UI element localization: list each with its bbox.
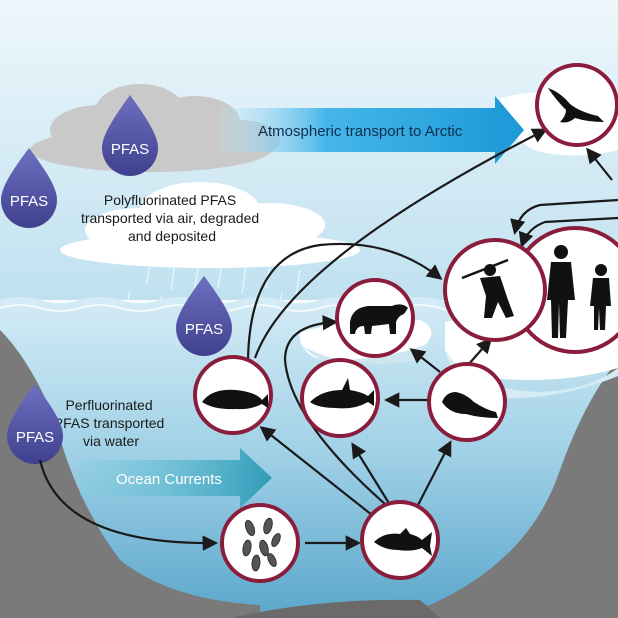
ocean-currents-label: Ocean Currents bbox=[116, 471, 222, 488]
seafloor-right bbox=[360, 360, 618, 618]
poly-line-3: and deposited bbox=[128, 228, 216, 244]
pfas-drop-4: PFAS bbox=[7, 384, 63, 464]
zooplankton-icon bbox=[242, 517, 281, 572]
arrow-seal-to-humans bbox=[467, 337, 493, 366]
poly-line-1: Polyfluorinated PFAS bbox=[104, 192, 236, 208]
svg-text:PFAS: PFAS bbox=[10, 193, 48, 210]
whale-icon bbox=[202, 389, 268, 410]
ocean-currents-arrow bbox=[80, 448, 272, 508]
seafloor-left bbox=[0, 330, 260, 618]
node-humans bbox=[443, 226, 618, 354]
node-fish bbox=[360, 500, 440, 580]
seafloor-bottom bbox=[230, 599, 440, 618]
arrow-fish-to-seal bbox=[417, 440, 452, 506]
arrow-right-to-bird bbox=[586, 147, 613, 181]
seal-icon bbox=[442, 392, 498, 418]
arrow-right-to-humans-2 bbox=[518, 216, 618, 248]
svg-text:PFAS: PFAS bbox=[111, 141, 149, 158]
node-seal bbox=[427, 362, 507, 442]
arrow-whale-to-humans bbox=[246, 242, 443, 361]
perfluorinated-text: Perfluorinated PFAS transported via wate… bbox=[54, 397, 168, 449]
polyfluorinated-text: Polyfluorinated PFAS transported via air… bbox=[81, 192, 263, 244]
food-web-arrows bbox=[38, 128, 618, 551]
arrow-fish-to-bear bbox=[283, 315, 386, 505]
bird-icon bbox=[548, 88, 604, 123]
arrow-whale-to-bird bbox=[253, 128, 548, 359]
arrow-drop-to-zooplankton bbox=[38, 459, 219, 551]
pfas-drop-2: PFAS bbox=[1, 148, 57, 228]
node-seabird bbox=[535, 63, 618, 147]
atmospheric-transport-arrow bbox=[220, 96, 524, 164]
humans-icon bbox=[461, 245, 611, 338]
perf-line-2: PFAS transported bbox=[54, 415, 165, 431]
node-orca bbox=[300, 358, 380, 438]
pfas-drop-1: PFAS bbox=[102, 95, 158, 176]
perf-line-1: Perfluorinated bbox=[65, 397, 152, 413]
atmospheric-transport-label: Atmospheric transport to Arctic bbox=[258, 123, 463, 140]
arrow-fish-to-whale bbox=[259, 426, 373, 516]
node-polar-bear bbox=[335, 278, 415, 358]
svg-text:PFAS: PFAS bbox=[16, 429, 54, 446]
poly-line-2: transported via air, degraded bbox=[81, 210, 259, 226]
arrow-seal-to-bear bbox=[409, 348, 441, 373]
node-zooplankton bbox=[220, 503, 300, 583]
perf-line-3: via water bbox=[83, 433, 139, 449]
orca-icon bbox=[310, 378, 374, 409]
node-whale bbox=[193, 355, 273, 435]
polar-bear-icon bbox=[350, 304, 408, 334]
pfas-drop-3: PFAS bbox=[176, 276, 232, 356]
arrow-fish-to-orca bbox=[351, 442, 391, 506]
fish-icon bbox=[374, 528, 432, 556]
arrow-right-to-humans-1 bbox=[510, 198, 618, 236]
svg-text:PFAS: PFAS bbox=[185, 321, 223, 338]
